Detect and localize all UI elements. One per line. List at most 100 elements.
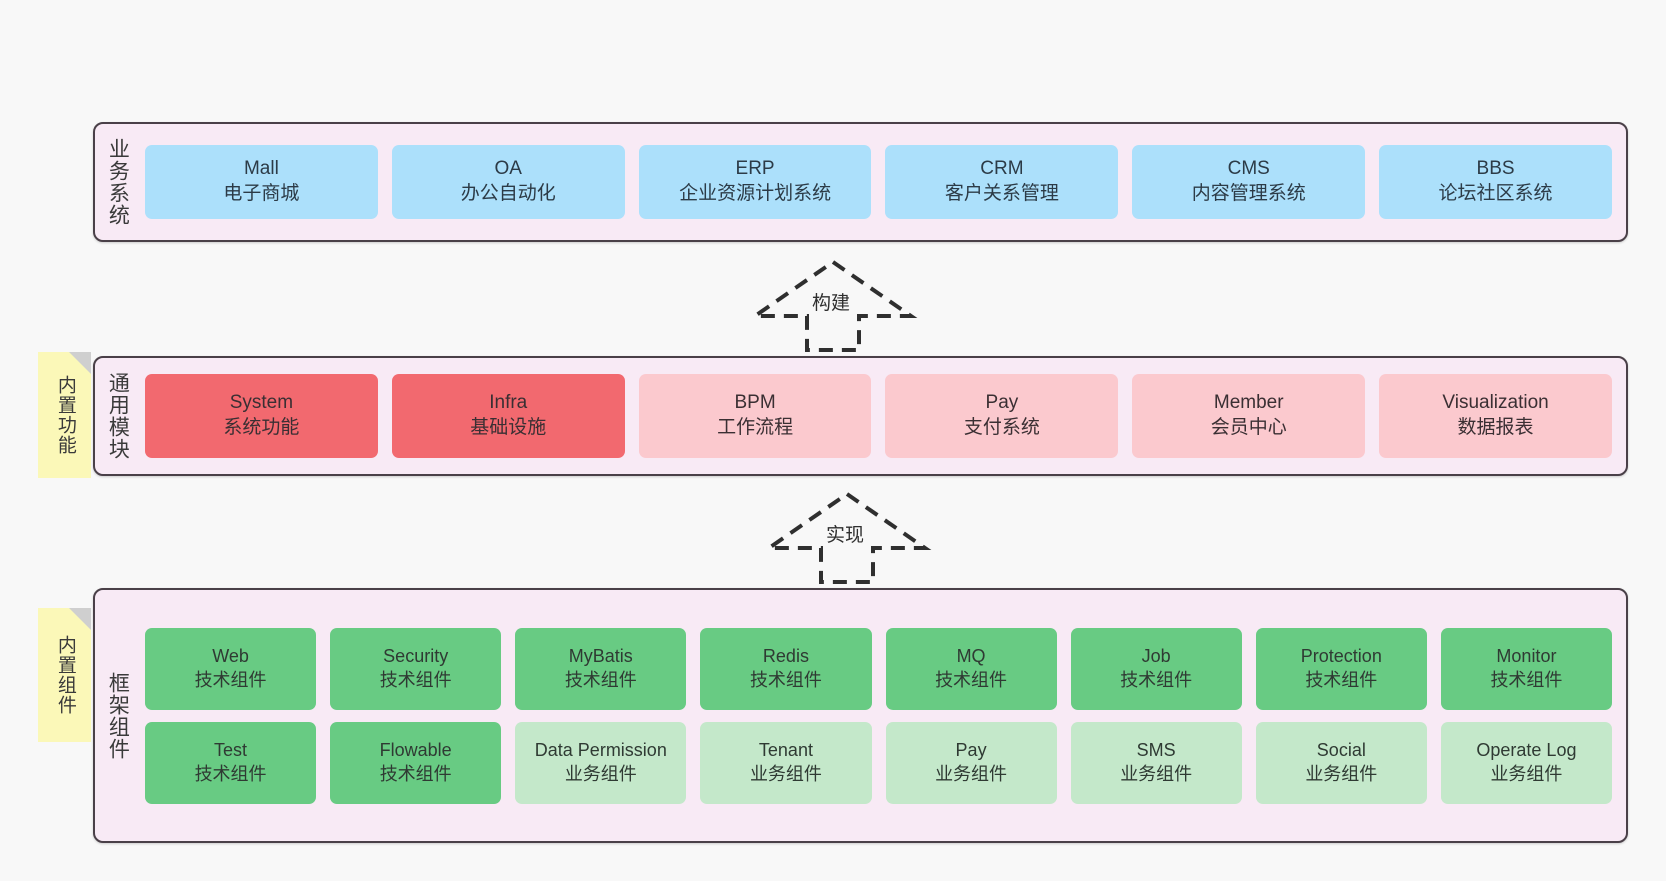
card-title: Redis [762,646,809,667]
card-title: Test [214,740,248,761]
card-crm[interactable]: CRM 客户关系管理 [885,145,1119,219]
card-subtitle: 工作流程 [717,417,794,438]
card-title: Pay [955,740,987,761]
card-monitor[interactable]: Monitor 技术组件 [1440,627,1612,710]
card-security[interactable]: Security 技术组件 [330,627,502,710]
card-visualization[interactable]: Visualization 数据报表 [1379,374,1612,458]
card-subtitle: 业务组件 [564,763,637,784]
card-title: BBS [1476,158,1515,180]
card-subtitle: 技术组件 [1305,669,1378,690]
card-flowable[interactable]: Flowable 技术组件 [330,721,502,804]
layer-business-system: 业务系统 Mall 电子商城 OA 办公自动化 ERP 企业资源计划系统 CRM… [93,122,1628,242]
card-title: Visualization [1442,392,1549,414]
connector-implement-arrow-icon [762,491,932,584]
card-subtitle: 支付系统 [963,417,1040,438]
card-test[interactable]: Test 技术组件 [145,721,317,804]
card-sms[interactable]: SMS 业务组件 [1070,721,1242,804]
card-subtitle: 业务组件 [935,763,1008,784]
card-title: CMS [1227,158,1270,180]
card-pay[interactable]: Pay 支付系统 [885,374,1119,458]
card-subtitle: 企业资源计划系统 [679,183,832,204]
card-title: Member [1213,392,1284,414]
card-title: BPM [734,392,776,414]
layer-body-common-module: System 系统功能 Infra 基础设施 BPM 工作流程 Pay 支付系统… [139,358,1626,474]
card-subtitle: 技术组件 [1490,669,1563,690]
card-row: Test 技术组件 Flowable 技术组件 Data Permission … [145,721,1612,804]
card-pay-business[interactable]: Pay 业务组件 [885,721,1057,804]
card-subtitle: 技术组件 [935,669,1008,690]
card-data-permission[interactable]: Data Permission 业务组件 [515,721,687,804]
layer-common-module: 通用模块 System 系统功能 Infra 基础设施 BPM 工作流程 Pay… [93,356,1628,476]
card-subtitle: 技术组件 [194,763,267,784]
card-infra[interactable]: Infra 基础设施 [391,374,625,458]
card-title: Social [1316,740,1366,761]
card-subtitle: 技术组件 [749,669,822,690]
card-job[interactable]: Job 技术组件 [1070,627,1242,710]
card-mybatis[interactable]: MyBatis 技术组件 [515,627,687,710]
layer-title-framework-component: 框架组件 [106,671,130,760]
card-subtitle: 论坛社区系统 [1438,183,1553,204]
card-subtitle: 客户关系管理 [944,183,1059,204]
card-title: Monitor [1496,646,1557,667]
card-title: Tenant [758,740,813,761]
card-title: SMS [1136,740,1176,761]
card-subtitle: 办公自动化 [460,183,556,204]
layer-framework-component: 框架组件 Web 技术组件 Security 技术组件 MyBatis 技术组件… [93,588,1628,843]
card-subtitle: 技术组件 [1120,669,1193,690]
card-oa[interactable]: OA 办公自动化 [391,145,625,219]
card-row: Web 技术组件 Security 技术组件 MyBatis 技术组件 Redi… [145,627,1612,710]
card-bbs[interactable]: BBS 论坛社区系统 [1379,145,1612,219]
card-title: System [229,392,294,414]
layer-title-business-system: 业务系统 [106,138,130,226]
card-title: Security [383,646,449,667]
card-system[interactable]: System 系统功能 [145,374,378,458]
card-mall[interactable]: Mall 电子商城 [145,145,378,219]
card-subtitle: 会员中心 [1210,417,1287,438]
card-title: ERP [735,158,775,180]
connector-build-label: 构建 [812,293,851,314]
card-subtitle: 业务组件 [1120,763,1193,784]
card-subtitle: 技术组件 [379,669,452,690]
card-title: Operate Log [1476,740,1577,761]
card-member[interactable]: Member 会员中心 [1132,374,1366,458]
card-subtitle: 系统功能 [223,417,300,438]
layer-title-common-module: 通用模块 [106,372,130,460]
sticky-note-builtin-function: 内置功能 [38,352,91,478]
card-row: System 系统功能 Infra 基础设施 BPM 工作流程 Pay 支付系统… [145,374,1612,458]
card-mq[interactable]: MQ 技术组件 [885,627,1057,710]
card-tenant[interactable]: Tenant 业务组件 [700,721,872,804]
card-web[interactable]: Web 技术组件 [145,627,317,710]
connector-build-arrow-icon [748,259,918,352]
card-title: Flowable [379,740,452,761]
card-title: Pay [985,392,1019,414]
card-subtitle: 基础设施 [470,417,547,438]
card-title: CRM [980,158,1024,180]
card-subtitle: 数据报表 [1457,417,1534,438]
card-social[interactable]: Social 业务组件 [1255,721,1427,804]
card-subtitle: 内容管理系统 [1191,183,1306,204]
sticky-note-builtin-component: 内置组件 [38,608,91,742]
card-subtitle: 技术组件 [194,669,267,690]
card-title: Job [1141,646,1171,667]
card-title: MyBatis [568,646,633,667]
card-title: Data Permission [534,740,667,761]
card-subtitle: 技术组件 [564,669,637,690]
card-row: Mall 电子商城 OA 办公自动化 ERP 企业资源计划系统 CRM 客户关系… [145,145,1612,219]
card-title: Infra [489,392,528,414]
card-title: Web [212,646,249,667]
card-protection[interactable]: Protection 技术组件 [1255,627,1427,710]
card-subtitle: 业务组件 [1305,763,1378,784]
layer-body-framework-component: Web 技术组件 Security 技术组件 MyBatis 技术组件 Redi… [139,590,1626,841]
card-operate-log[interactable]: Operate Log 业务组件 [1440,721,1612,804]
card-bpm[interactable]: BPM 工作流程 [638,374,872,458]
card-title: Protection [1300,646,1382,667]
layer-body-business-system: Mall 电子商城 OA 办公自动化 ERP 企业资源计划系统 CRM 客户关系… [139,124,1626,240]
connector-implement-label: 实现 [826,525,865,546]
card-redis[interactable]: Redis 技术组件 [700,627,872,710]
card-subtitle: 业务组件 [1490,763,1563,784]
card-erp[interactable]: ERP 企业资源计划系统 [638,145,872,219]
card-title: Mall [243,158,279,180]
card-cms[interactable]: CMS 内容管理系统 [1132,145,1366,219]
card-subtitle: 业务组件 [749,763,822,784]
